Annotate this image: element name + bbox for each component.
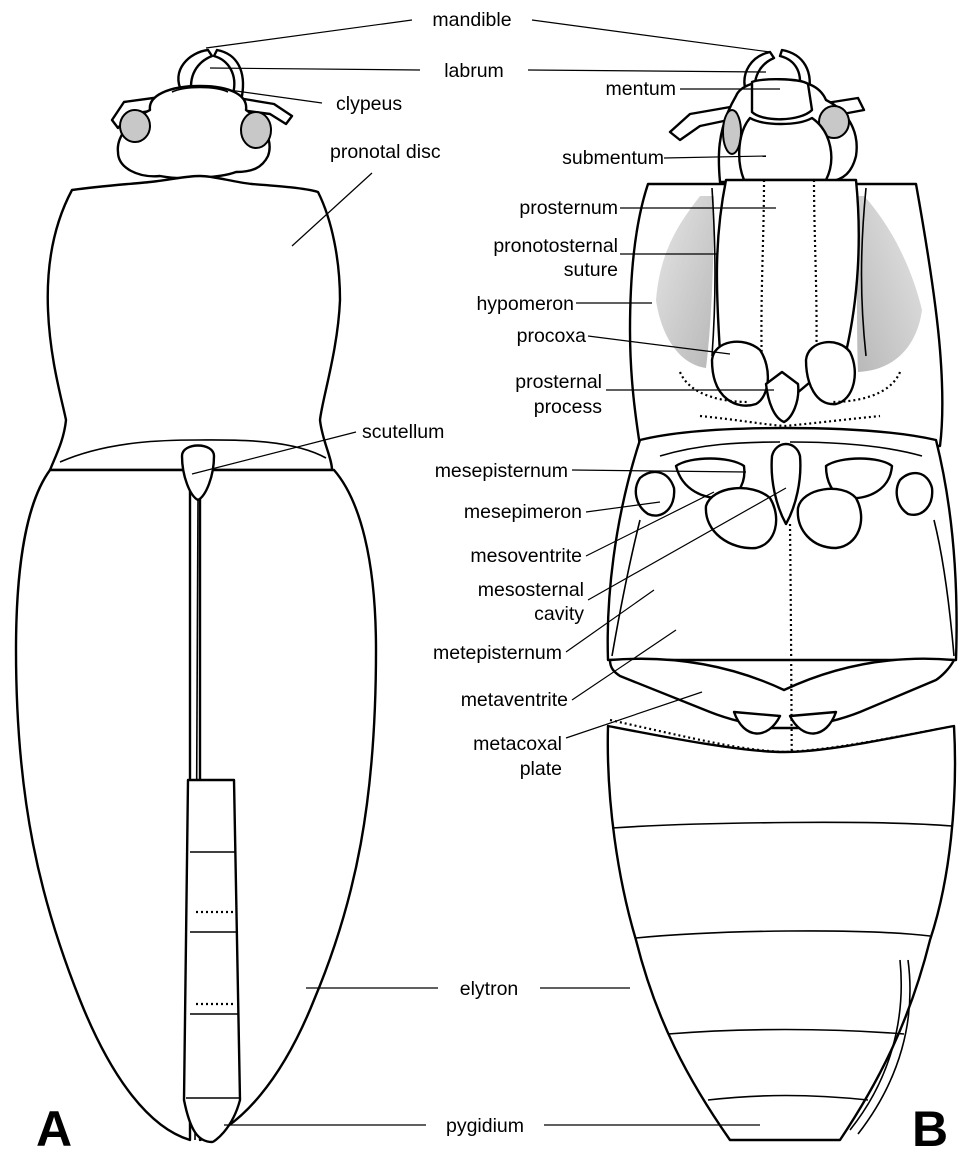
mentum-shape bbox=[752, 79, 812, 119]
label-mesoventrite: mesoventrite bbox=[470, 545, 582, 567]
elytron-left-a bbox=[16, 470, 190, 1140]
label-mandible: mandible bbox=[432, 9, 511, 31]
submentum-shape bbox=[739, 118, 831, 180]
mesepimeron-left-shape bbox=[636, 472, 674, 516]
label-pronotosternal-1: pronotosternal bbox=[493, 235, 618, 257]
pygidium-shape-a bbox=[184, 780, 240, 1142]
label-metacoxal-plate-2: plate bbox=[520, 758, 562, 780]
label-pronotosternal-2: suture bbox=[564, 259, 618, 281]
ventral-view bbox=[608, 50, 957, 1140]
panel-label-b: B bbox=[912, 1101, 948, 1156]
label-prosternal-process-1: prosternal bbox=[515, 371, 602, 393]
metaventrite-shape bbox=[610, 659, 954, 728]
label-elytron: elytron bbox=[460, 978, 519, 1000]
panel-label-a: A bbox=[36, 1101, 72, 1156]
mesepimeron-right-shape bbox=[897, 473, 932, 515]
label-pygidium: pygidium bbox=[446, 1115, 524, 1137]
label-mesosternal-cavity-1: mesosternal bbox=[478, 579, 584, 601]
eye-right-a bbox=[241, 112, 271, 148]
label-labrum: labrum bbox=[444, 60, 504, 82]
metacoxal-plate-right bbox=[790, 712, 836, 734]
label-mesepimeron: mesepimeron bbox=[464, 501, 582, 523]
label-pronotal-disc: pronotal disc bbox=[330, 141, 441, 163]
label-clypeus: clypeus bbox=[336, 93, 402, 115]
eye-left-a bbox=[120, 110, 150, 142]
label-procoxa: procoxa bbox=[517, 325, 587, 347]
metacoxal-plate-left bbox=[734, 712, 780, 734]
label-mesepisternum: mesepisternum bbox=[435, 460, 568, 482]
pronotum-a bbox=[48, 176, 340, 470]
label-hypomeron: hypomeron bbox=[476, 293, 574, 315]
label-prosternal-process-2: process bbox=[534, 396, 603, 418]
label-submentum: submentum bbox=[562, 147, 664, 169]
label-mesosternal-cavity-2: cavity bbox=[534, 603, 584, 625]
label-metacoxal-plate-1: metacoxal bbox=[473, 733, 562, 755]
label-mentum: mentum bbox=[606, 78, 676, 100]
label-prosternum: prosternum bbox=[519, 197, 618, 219]
label-metepisternum: metepisternum bbox=[433, 642, 562, 664]
label-metaventrite: metaventrite bbox=[461, 689, 568, 711]
dorsal-view bbox=[16, 50, 376, 1142]
label-scutellum: scutellum bbox=[362, 421, 444, 443]
